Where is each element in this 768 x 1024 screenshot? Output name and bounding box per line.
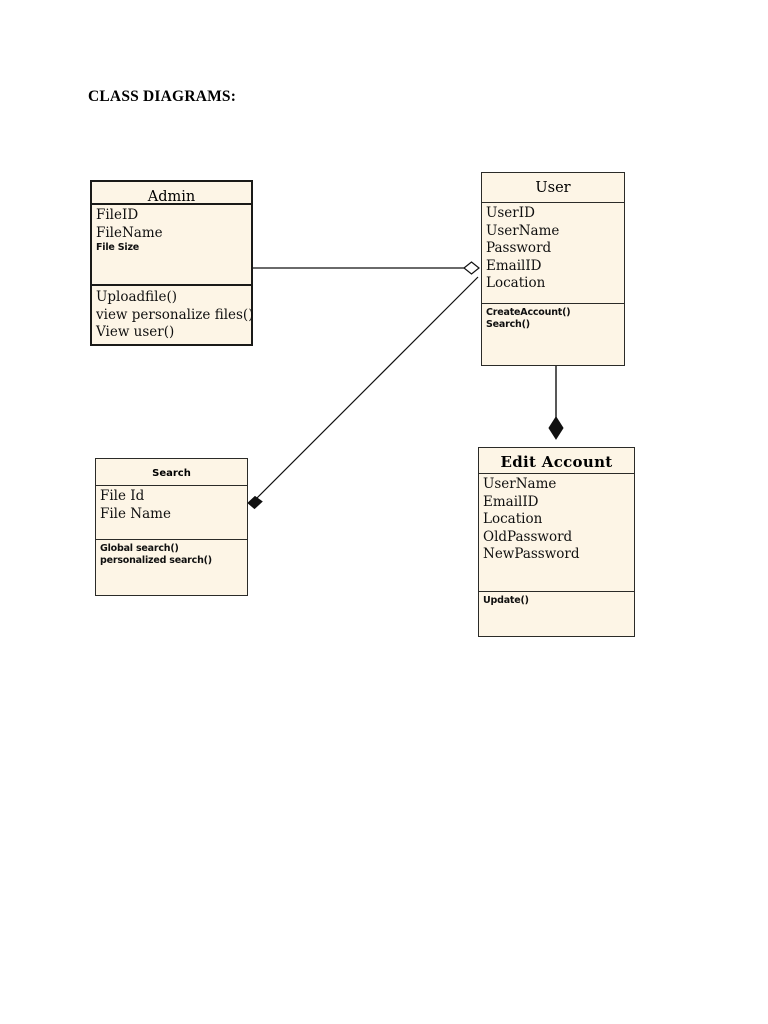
operation-item: Search() [486, 319, 530, 331]
class-box-edit-account[interactable]: Edit Account UserName EmailID Location O… [478, 447, 635, 637]
class-name-admin: Admin [92, 182, 251, 206]
operation-item: Global search() [100, 543, 179, 554]
attribute-item: File Size [96, 242, 140, 254]
class-box-search[interactable]: Search File Id File Name Global search()… [95, 458, 248, 596]
attribute-item: Location [483, 511, 543, 528]
class-attributes-edit-account: UserName EmailID Location OldPassword Ne… [479, 474, 634, 592]
class-name-user: User [482, 173, 624, 203]
attribute-item: UserName [486, 222, 560, 239]
class-name-search: Search [96, 459, 247, 486]
attribute-item: File Id [100, 488, 145, 504]
attribute-item: Password [486, 240, 552, 257]
operation-item: Update() [483, 595, 529, 606]
relationship-admin-user [253, 261, 480, 275]
class-operations-user: CreateAccount() Search() [482, 304, 624, 365]
search-user-line [253, 276, 479, 502]
class-attributes-user: UserID UserName Password EmailID Locatio… [482, 203, 624, 304]
filled-diamond-icon [548, 416, 564, 440]
attribute-item: OldPassword [483, 528, 573, 545]
attribute-item: EmailID [486, 257, 542, 274]
operation-item: view personalize files() [96, 306, 254, 323]
class-name-edit-account: Edit Account [479, 448, 634, 474]
operation-item: personalized search() [100, 555, 212, 567]
attribute-item: File Name [100, 505, 171, 522]
attribute-item: FileID [96, 207, 139, 224]
class-attributes-admin: FileID FileName File Size [92, 205, 251, 287]
class-operations-edit-account: Update() [479, 592, 634, 636]
relationship-search-user [247, 276, 479, 510]
class-operations-admin: Uploadfile() view personalize files() Vi… [92, 286, 254, 344]
attribute-item: UserID [486, 205, 535, 221]
attribute-item: Location [486, 275, 546, 292]
page-title: CLASS DIAGRAMS: [88, 88, 237, 105]
attribute-item: UserName [483, 476, 557, 492]
class-attributes-search: File Id File Name [96, 486, 247, 540]
operation-item: Uploadfile() [96, 289, 177, 306]
class-operations-search: Global search() personalized search() [96, 540, 247, 595]
operation-item: CreateAccount() [486, 307, 571, 318]
attribute-item: NewPassword [483, 546, 580, 563]
attribute-item: EmailID [483, 493, 539, 510]
hollow-diamond-icon [463, 261, 480, 275]
attribute-item: FileName [96, 224, 163, 241]
class-box-user[interactable]: User UserID UserName Password EmailID Lo… [481, 172, 625, 366]
filled-diamond-icon [247, 495, 263, 510]
relationship-user-edit-account [548, 365, 564, 440]
operation-item: View user() [96, 324, 175, 341]
class-box-admin[interactable]: Admin FileID FileName File Size Uploadfi… [90, 180, 253, 346]
